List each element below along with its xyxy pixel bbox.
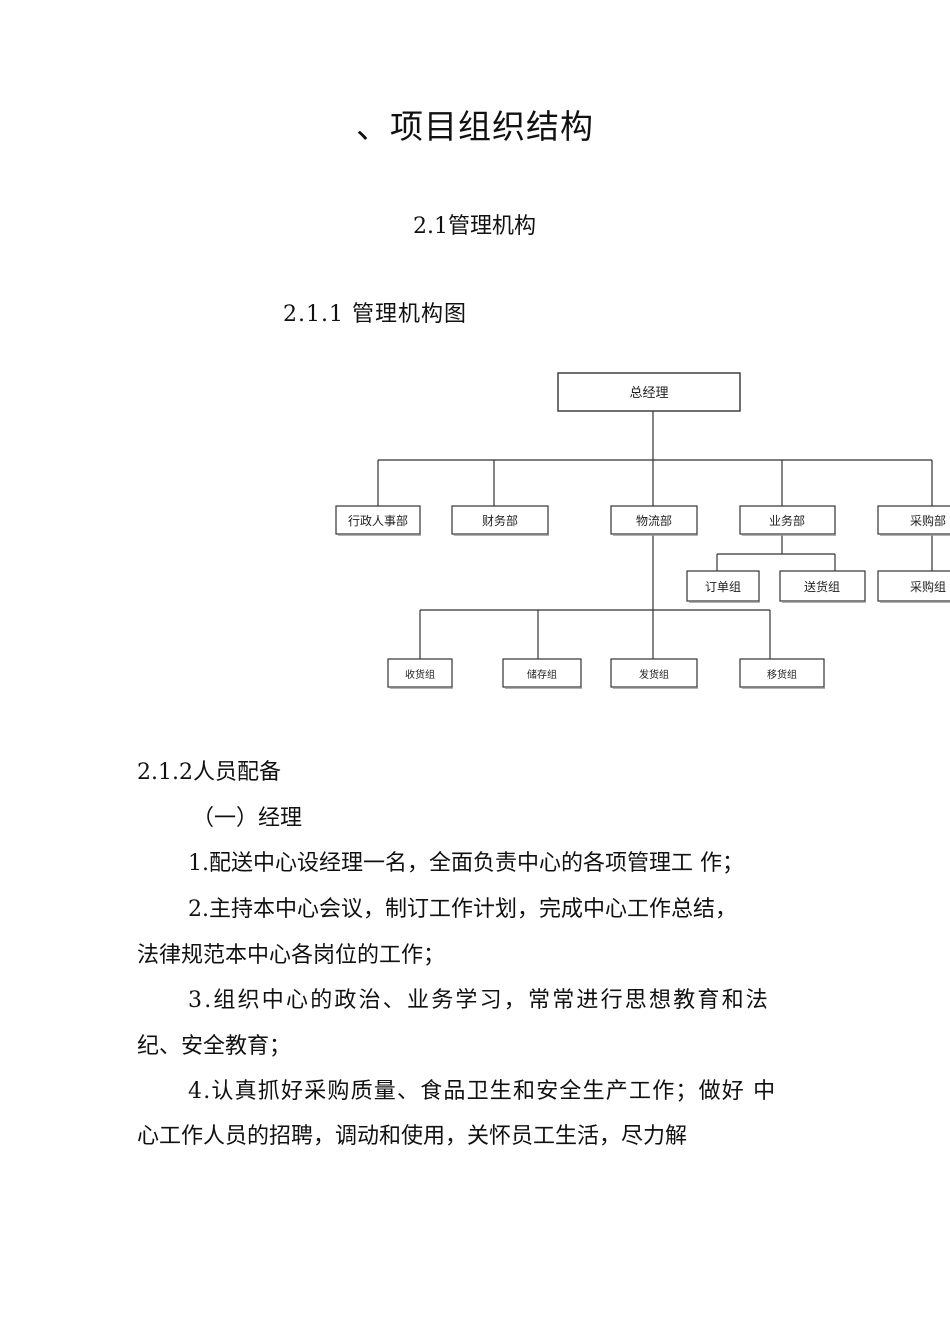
org-node-label: 移货组 — [767, 668, 797, 681]
org-node-label: 收货组 — [405, 668, 435, 681]
paragraph-1: 1.配送中心设经理一名，全面负责中心的各项管理工 作； — [188, 851, 744, 876]
org-node-label: 采购部 — [910, 513, 946, 528]
section-heading-2-1: 2.1管理机构 — [413, 214, 536, 239]
org-node-department: 业务部 — [739, 505, 836, 536]
paragraph-3-line-2: 纪、安全教育； — [137, 1034, 292, 1059]
org-node-department: 采购部 — [877, 505, 950, 536]
org-node-group: 储存组 — [502, 658, 582, 689]
org-node-department: 财务部 — [451, 505, 549, 536]
org-node-department: 物流部 — [610, 505, 698, 536]
paragraph-2-line-1: 2.主持本中心会议，制订工作计划，完成中心工作总结， — [188, 897, 737, 922]
org-node-group: 订单组 — [686, 570, 760, 603]
org-node-label: 物流部 — [636, 513, 672, 528]
org-node-label: 订单组 — [705, 580, 741, 594]
org-node-root: 总经理 — [557, 372, 741, 412]
section-heading-2-1-1: 2.1.1 管理机构图 — [283, 302, 467, 327]
org-node-label: 发货组 — [639, 668, 669, 681]
paragraph-2-line-2: 法律规范本中心各岗位的工作； — [137, 943, 446, 968]
org-node-label: 业务部 — [769, 513, 805, 528]
org-node-group: 移货组 — [739, 658, 825, 689]
org-node-label: 行政人事部 — [348, 513, 408, 528]
org-node-label: 送货组 — [804, 579, 840, 594]
paragraph-4-line-2: 心工作人员的招聘，调动和使用，关怀员工生活，尽力解 — [137, 1124, 688, 1149]
paragraph-4-line-1: 4.认真抓好采购质量、食品卫生和安全生产工作；做好 中 — [188, 1079, 777, 1104]
org-node-department: 行政人事部 — [335, 505, 421, 536]
org-node-label: 财务部 — [482, 513, 518, 528]
org-node-group: 采购组 — [877, 570, 950, 603]
section-heading-2-1-2: 2.1.2人员配备 — [137, 760, 281, 785]
org-node-group: 收货组 — [387, 658, 453, 689]
document-title: 、项目组织结构 — [356, 107, 594, 146]
org-node-label: 采购组 — [910, 579, 946, 594]
org-node-label: 储存组 — [527, 668, 557, 681]
org-node-group: 发货组 — [610, 658, 698, 689]
org-chart: 总经理 行政人事部 财务部 物流部 业务部 采购部 — [0, 355, 950, 700]
org-chart-connectors — [377, 411, 933, 659]
org-node-label: 总经理 — [629, 386, 668, 401]
paragraph-3-line-1: 3.组织中心的政治、业务学习，常常进行思想教育和法 — [188, 988, 770, 1013]
org-node-group: 送货组 — [779, 570, 866, 603]
subsection-heading-manager: （一）经理 — [192, 806, 303, 831]
